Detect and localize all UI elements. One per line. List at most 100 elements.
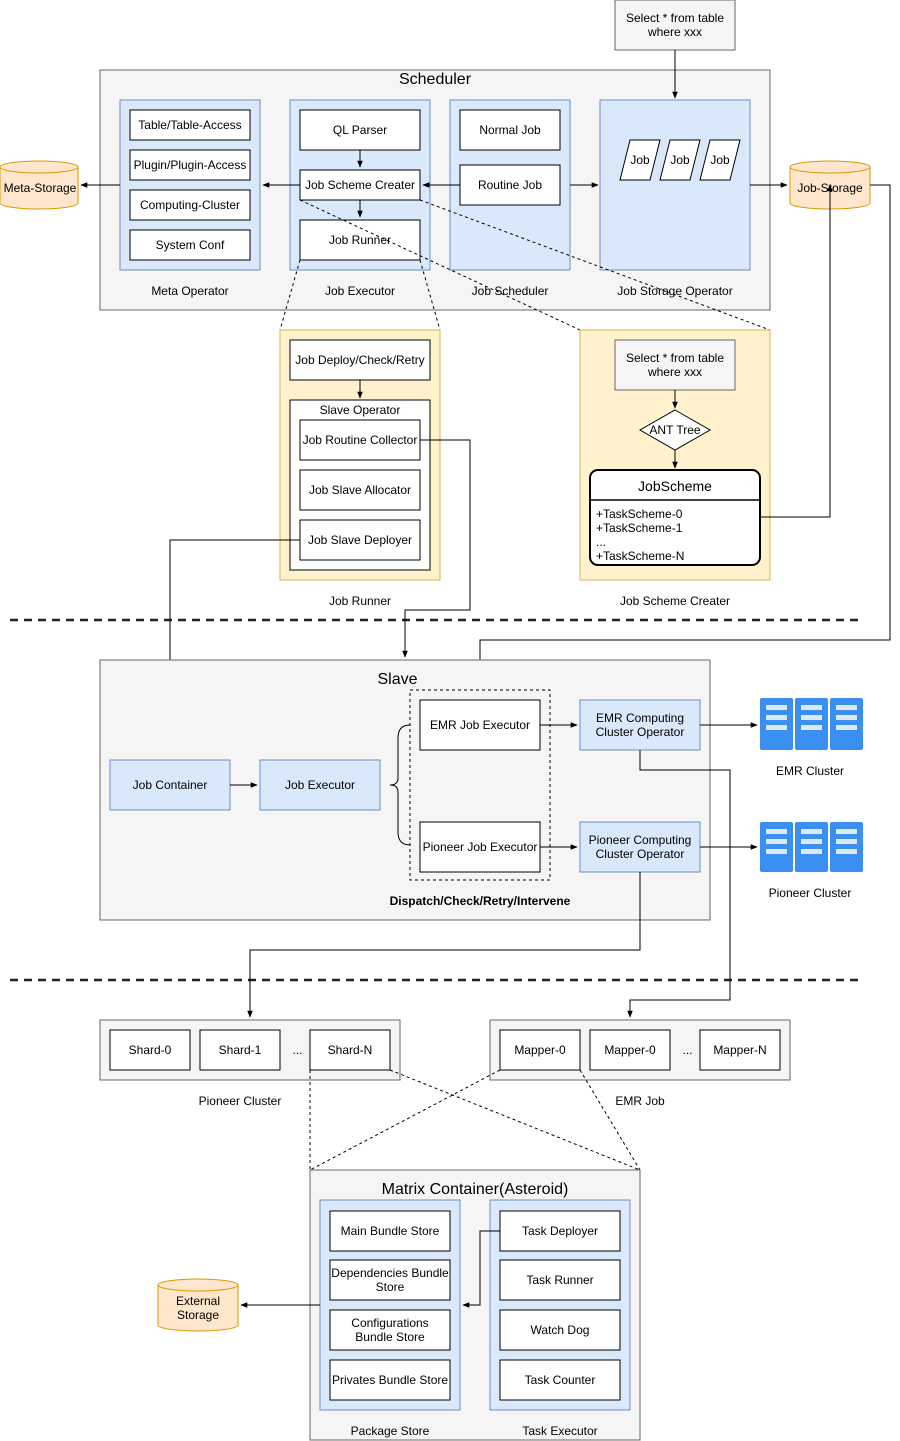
job-storage-operator-label: Job Storage Operator <box>617 284 733 298</box>
mapper-1-label: Mapper-0 <box>604 1043 656 1057</box>
query-inner-box <box>614 339 736 391</box>
meta-item-cluster: Computing-Cluster <box>139 198 241 212</box>
job-parallelogram-1 <box>619 139 661 181</box>
job-executor-slave-box <box>259 759 381 811</box>
job-runner-detail-label: Job Runner <box>328 594 392 608</box>
job-item-1-label: Job <box>630 153 650 167</box>
shard-n-box <box>309 1029 391 1071</box>
meta-item-table-box <box>129 109 251 141</box>
watch-dog-label: Watch Dog <box>530 1323 590 1337</box>
job-slave-allocator-box <box>299 469 421 511</box>
privates-bundle-store-box <box>329 1359 451 1401</box>
job-routine-collector-label: Job Routine Collector <box>302 433 418 447</box>
job-scheme-creater-label: Job Scheme Creater <box>304 178 416 192</box>
ant-tree-label: ANT Tree <box>649 423 701 437</box>
scheduler-title: Scheduler <box>398 71 472 88</box>
mapper-1-box <box>589 1029 671 1071</box>
pioneer-cluster-right-label: Pioneer Cluster <box>768 886 852 900</box>
task-scheme-1: +TaskScheme-1 <box>596 521 683 535</box>
pioneer-cluster-label: Pioneer Cluster <box>198 1094 282 1108</box>
job-executor-label: Job Executor <box>324 284 396 298</box>
dispatch-label: Dispatch/Check/Retry/Intervene <box>389 894 571 908</box>
job-scheme-creater-box <box>299 169 421 201</box>
main-bundle-store-label: Main Bundle Store <box>340 1224 440 1238</box>
task-deployer-box <box>499 1210 621 1252</box>
job-item-2-label: Job <box>670 153 690 167</box>
meta-operator-label: Meta Operator <box>151 284 229 298</box>
dependencies-bundle-store-box <box>329 1259 451 1301</box>
job-storage-label: Job-Storage <box>797 181 863 195</box>
normal-job-box <box>459 109 561 151</box>
job-slave-allocator-label: Job Slave Allocator <box>308 483 412 497</box>
task-scheme-n: +TaskScheme-N <box>596 549 685 563</box>
emr-operator-label: EMR Computing Cluster Operator <box>595 711 685 739</box>
query-inner-label: Select * from table where xxx <box>625 351 725 379</box>
main-bundle-store-box <box>329 1210 451 1252</box>
pioneer-job-executor-label: Pioneer Job Executor <box>422 840 538 854</box>
ql-parser-box <box>299 109 421 151</box>
ql-parser-label: QL Parser <box>332 123 388 137</box>
emr-cluster-server-icon <box>760 698 863 750</box>
routine-job-box <box>459 164 561 206</box>
shard-0-label: Shard-0 <box>128 1043 172 1057</box>
job-container-box <box>109 759 231 811</box>
configurations-bundle-store-label: Configurations Bundle Store <box>351 1316 429 1344</box>
matrix-title: Matrix Container(Asteroid) <box>381 1181 569 1198</box>
external-storage-label: External Storage <box>175 1294 221 1322</box>
pioneer-operator-label: Pioneer Computing Cluster Operator <box>588 833 692 861</box>
emr-job-label: EMR Job <box>615 1094 665 1108</box>
shard-0-box <box>109 1029 191 1071</box>
configurations-bundle-store-box <box>329 1309 451 1351</box>
meta-item-table: Table/Table-Access <box>138 118 242 132</box>
job-container-label: Job Container <box>132 778 208 792</box>
shard-ellipsis: ... <box>292 1043 303 1057</box>
mapper-0-label: Mapper-0 <box>514 1043 566 1057</box>
emr-operator-box <box>579 699 701 751</box>
emr-job-executor-label: EMR Job Executor <box>429 718 531 732</box>
external-storage-cylinder <box>157 1278 239 1332</box>
mapper-0-box <box>499 1029 581 1071</box>
shard-1-box <box>199 1029 281 1071</box>
mapper-n-box <box>699 1029 781 1071</box>
task-executor-label: Task Executor <box>522 1424 598 1438</box>
meta-item-sysconf: System Conf <box>155 238 225 252</box>
job-parallelogram-3 <box>699 139 741 181</box>
meta-item-sysconf-box <box>129 229 251 261</box>
meta-storage-cylinder <box>0 160 79 210</box>
watch-dog-box <box>499 1309 621 1351</box>
mapper-ellipsis: ... <box>682 1043 693 1057</box>
job-deploy-label: Job Deploy/Check/Retry <box>295 353 425 367</box>
pioneer-cluster-server-icon <box>760 822 863 872</box>
slave-operator-label: Slave Operator <box>319 403 401 417</box>
task-scheme-ellipsis: ... <box>596 535 607 549</box>
task-counter-box <box>499 1359 621 1401</box>
job-item-3-label: Job <box>710 153 730 167</box>
query-top-label: Select * from table where xxx <box>625 11 725 39</box>
emr-cluster-label: EMR Cluster <box>775 764 844 778</box>
task-runner-label: Task Runner <box>526 1273 594 1287</box>
meta-item-plugin-box <box>129 149 251 181</box>
mapper-n-label: Mapper-N <box>713 1043 767 1057</box>
meta-item-plugin: Plugin/Plugin-Access <box>133 158 247 172</box>
package-store-label: Package Store <box>350 1424 430 1438</box>
job-scheme-title: JobScheme <box>638 478 712 494</box>
job-slave-deployer-label: Job Slave Deployer <box>307 533 413 547</box>
privates-bundle-store-label: Privates Bundle Store <box>331 1373 449 1387</box>
pioneer-job-executor-box <box>419 821 541 873</box>
dependencies-bundle-store-label: Dependencies Bundle Store <box>331 1266 449 1294</box>
pioneer-operator-box <box>579 821 701 873</box>
task-counter-label: Task Counter <box>524 1373 596 1387</box>
job-storage-operator-group <box>599 99 751 271</box>
job-parallelogram-2 <box>659 139 701 181</box>
slave-title: Slave <box>377 671 418 688</box>
executor-dashed-group <box>409 689 551 881</box>
job-runner-label: Job Runner <box>328 233 392 247</box>
job-scheme-creater-detail-label: Job Scheme Creater <box>619 594 731 608</box>
executor-brace <box>389 724 411 846</box>
normal-job-label: Normal Job <box>479 123 541 137</box>
routine-job-label: Routine Job <box>477 178 543 192</box>
shard-n-label: Shard-N <box>327 1043 373 1057</box>
job-runner-box <box>299 219 421 261</box>
task-scheme-0: +TaskScheme-0 <box>596 507 683 521</box>
